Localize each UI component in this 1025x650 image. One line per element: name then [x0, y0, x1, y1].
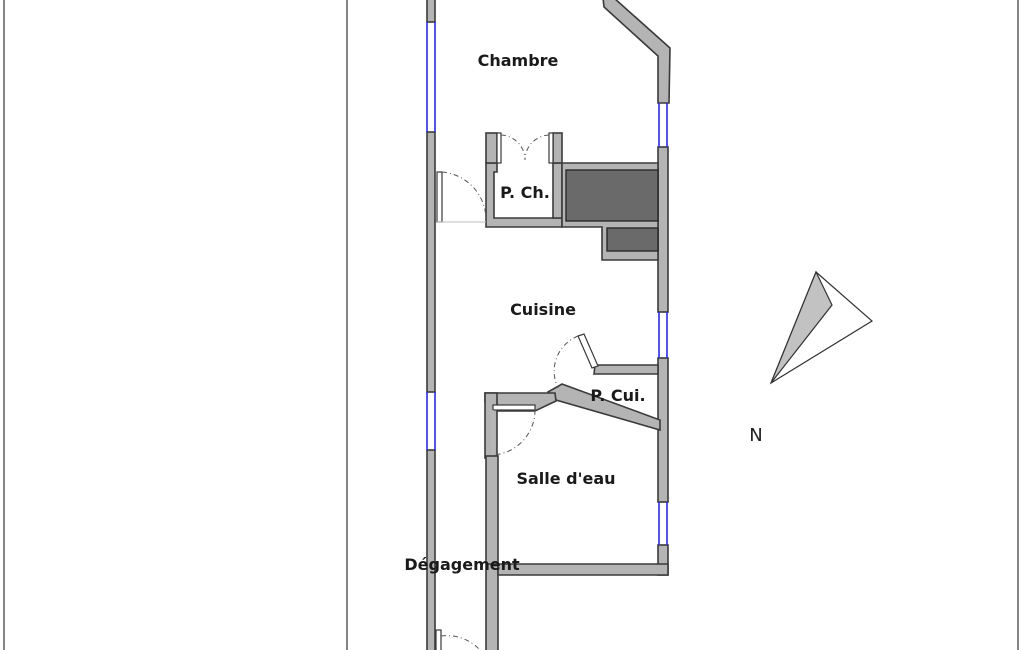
- room-label-placard-cuisine: P. Cui.: [590, 386, 645, 405]
- windows-right: [658, 103, 668, 545]
- kitchen-closet-walls: [484, 364, 661, 459]
- room-label-salle-eau: Salle d'eau: [516, 469, 615, 488]
- north-label: N: [749, 425, 762, 446]
- room-label-placard-chambre: P. Ch.: [500, 183, 550, 202]
- bedroom-door: [436, 171, 487, 223]
- windows-left: [426, 22, 436, 450]
- room-label-chambre: Chambre: [478, 51, 559, 70]
- kitchen-counter: [565, 169, 659, 252]
- north-arrow-icon: [769, 270, 874, 385]
- room-label-degagement: Dégagement: [404, 555, 520, 574]
- exterior-wall-left: [426, 0, 436, 650]
- room-label-cuisine: Cuisine: [510, 300, 576, 319]
- bathroom-door: [492, 404, 536, 456]
- corridor-door: [435, 629, 481, 650]
- kitchen-closet-door: [553, 333, 599, 389]
- page-frame: [3, 0, 1019, 650]
- closet-double-door: [496, 132, 554, 164]
- bathroom-walls: [485, 455, 669, 650]
- exterior-wall-right: [602, 0, 671, 576]
